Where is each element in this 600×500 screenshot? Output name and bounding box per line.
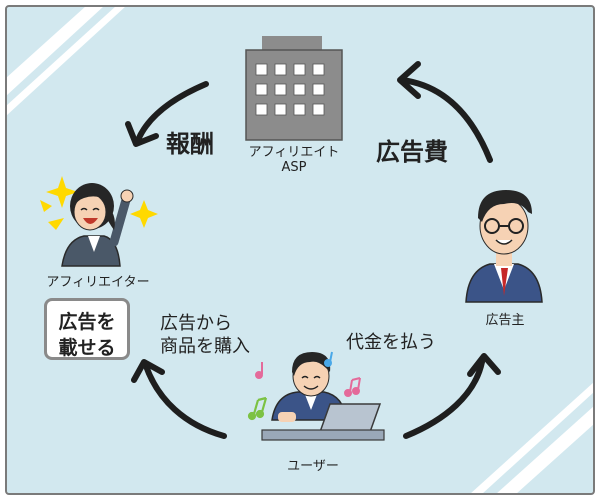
edge-label-pay: 代金を払う bbox=[346, 332, 436, 353]
edge-label-buy: 広告から 商品を購入 bbox=[160, 312, 250, 359]
action-box-line1: 広告を bbox=[58, 311, 116, 333]
edge-label-ad-fee: 広告費 bbox=[376, 138, 448, 166]
asp-label: アフィリエイト ASP bbox=[246, 146, 342, 174]
edge-label-buy-line1: 広告から bbox=[160, 313, 232, 334]
advertiser-label: 広告主 bbox=[485, 313, 525, 328]
diagram-frame bbox=[5, 5, 595, 495]
arrowhead-advertiser bbox=[467, 353, 501, 377]
user-label: ユーザー bbox=[287, 459, 339, 474]
affiliator-label: アフィリエイター bbox=[46, 275, 150, 290]
advertiser-icon bbox=[465, 190, 543, 303]
affiliator-icon bbox=[40, 176, 158, 267]
corner-stripe-bottom-right-2 bbox=[470, 382, 594, 494]
building-icon bbox=[245, 36, 343, 141]
corner-stripe-bottom-right bbox=[496, 406, 594, 494]
corner-stripe-top-left bbox=[6, 6, 104, 96]
edge-label-reward: 報酬 bbox=[166, 130, 214, 158]
arrow-user-to-affiliator bbox=[143, 363, 227, 439]
user-icon bbox=[247, 351, 385, 441]
arrowhead-affiliator-box bbox=[131, 359, 165, 383]
edge-label-buy-line2: 商品を購入 bbox=[160, 336, 250, 358]
corner-stripe-top-left-2 bbox=[6, 6, 126, 116]
arrow-asp-to-affiliator bbox=[135, 81, 209, 143]
arrow-advertiser-to-asp bbox=[399, 77, 493, 163]
asp-label-line1: アフィリエイト bbox=[248, 145, 340, 160]
arrowhead-asp bbox=[397, 61, 421, 99]
arrowhead-affiliator bbox=[125, 121, 159, 147]
asp-label-line2: ASP bbox=[281, 160, 307, 175]
affiliator-action-box: 広告を 載せる bbox=[44, 298, 130, 360]
action-box-line2: 載せる bbox=[58, 337, 116, 359]
arrow-user-to-advertiser bbox=[403, 359, 485, 439]
